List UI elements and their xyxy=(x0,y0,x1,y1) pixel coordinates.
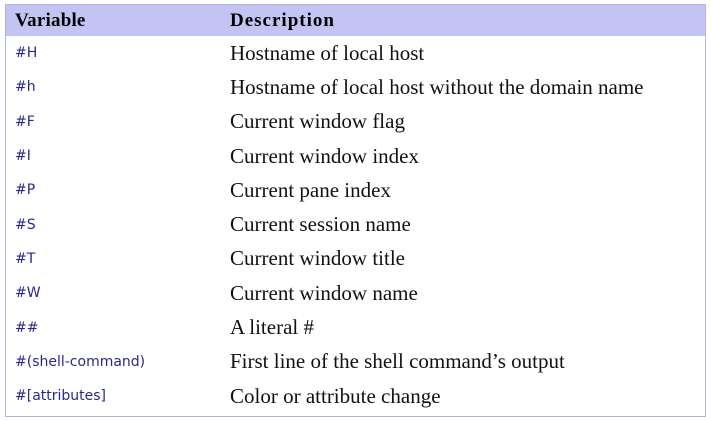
variable-cell: #I xyxy=(15,148,31,165)
variables-table-container: Variable Description #H Hostname of loca… xyxy=(5,4,706,417)
table-row: #P Current pane index xyxy=(6,173,705,207)
description-cell: Current window name xyxy=(230,280,418,305)
table-row: #(shell-command) First line of the shell… xyxy=(6,345,705,379)
table-row: #h Hostname of local host without the do… xyxy=(6,70,705,104)
variable-cell: #W xyxy=(15,285,41,302)
description-cell: Color or attribute change xyxy=(230,383,441,408)
variable-cell: #P xyxy=(15,182,36,199)
table-row: #[attributes] Color or attribute change xyxy=(6,379,705,413)
description-cell: Hostname of local host xyxy=(230,40,425,65)
description-cell: Current window index xyxy=(230,143,419,168)
description-cell: Current pane index xyxy=(230,177,391,202)
variable-cell: #h xyxy=(15,79,36,96)
description-cell: Hostname of local host without the domai… xyxy=(230,74,644,99)
column-header-description: Description xyxy=(230,9,335,31)
variable-cell: ## xyxy=(15,319,39,336)
description-cell: First line of the shell command’s output xyxy=(230,349,565,374)
table-body: #H Hostname of local host #h Hostname of… xyxy=(6,36,705,413)
variable-cell: #H xyxy=(15,45,38,62)
variable-cell: #[attributes] xyxy=(15,388,107,405)
description-cell: A literal # xyxy=(230,315,314,340)
variable-cell: #F xyxy=(15,113,35,130)
header-row: Variable Description xyxy=(6,5,705,36)
variable-cell: #(shell-command) xyxy=(15,353,146,370)
table-row: #W Current window name xyxy=(6,276,705,310)
variable-cell: #S xyxy=(15,216,36,233)
description-cell: Current window title xyxy=(230,246,405,271)
table-row: #T Current window title xyxy=(6,242,705,276)
table-row: #F Current window flag xyxy=(6,105,705,139)
table-row: #S Current session name xyxy=(6,207,705,241)
table-row: ## A literal # xyxy=(6,310,705,344)
description-cell: Current session name xyxy=(230,212,411,237)
variable-cell: #T xyxy=(15,250,36,267)
table-row: #I Current window index xyxy=(6,139,705,173)
table-row: #H Hostname of local host xyxy=(6,36,705,70)
variables-table: Variable Description #H Hostname of loca… xyxy=(6,5,705,413)
column-header-variable: Variable xyxy=(15,9,86,31)
table-header: Variable Description xyxy=(6,5,705,36)
description-cell: Current window flag xyxy=(230,109,405,134)
